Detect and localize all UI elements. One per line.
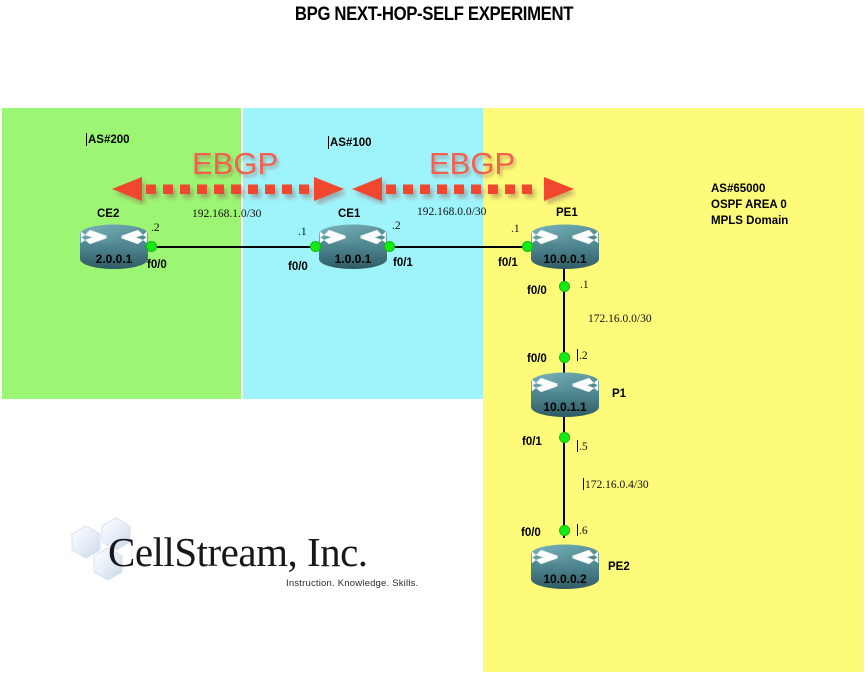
iface-name-ce1-f0-1: f0/1 — [393, 257, 413, 269]
iface-name-pe1-f0-1: f0/1 — [498, 257, 518, 269]
subnet-label-pe1-p1: 172.16.0.0/30 — [588, 313, 652, 325]
hexagon-decoration-icon — [71, 517, 131, 581]
router-icon — [531, 544, 599, 589]
router-pe1[interactable]: 10.0.0.1 — [528, 224, 602, 269]
ebgp-label-left: EBGP — [192, 146, 279, 181]
domain-note-line1: AS#65000 — [711, 183, 766, 195]
router-p1[interactable]: 10.0.1.1 — [528, 372, 602, 417]
domain-note-line2: OSPF AREA 0 — [711, 199, 787, 211]
subnet-label-ce2-ce1: 192.168.1.0/30 — [192, 208, 262, 220]
interface-dot-ce2-f0-0[interactable] — [146, 241, 157, 252]
router-name-ce1: CE1 — [338, 208, 361, 220]
iface-name-p1-f0-1: f0/1 — [522, 436, 542, 448]
iface-name-pe1-f0-0: f0/0 — [527, 285, 547, 297]
router-icon — [531, 224, 599, 269]
interface-dot-p1-f0-1[interactable] — [559, 432, 570, 443]
mpls-domain-note: AS#65000 OSPF AREA 0 MPLS Domain — [711, 181, 788, 229]
subnet-label-ce1-pe1: 192.168.0.0/30 — [417, 206, 487, 218]
domain-note-line3: MPLS Domain — [711, 215, 789, 227]
iface-addr-ce2-f0-0: .2 — [151, 222, 160, 234]
interface-dot-ce1-f0-0[interactable] — [310, 241, 321, 252]
router-icon — [531, 372, 599, 417]
router-icon — [319, 224, 387, 269]
iface-name-pe2-f0-0: f0/0 — [521, 527, 541, 539]
router-name-p1: P1 — [612, 388, 627, 400]
interface-dot-pe1-f0-1[interactable] — [522, 241, 533, 252]
router-ce2[interactable]: 2.0.0.1 — [77, 224, 151, 269]
ebgp-arrow-left — [112, 177, 344, 201]
iface-addr-pe1-f0-0: .1 — [580, 279, 589, 291]
iface-name-ce2-f0-0: f0/0 — [147, 259, 167, 271]
iface-name-p1-f0-0: f0/0 — [527, 353, 547, 365]
interface-dot-p1-f0-0[interactable] — [559, 352, 570, 363]
link-line-ce2-ce1 — [150, 246, 326, 248]
as-label-100: AS#100 — [330, 137, 372, 149]
cellstream-logo: CellStream, Inc. Instruction. Knowledge.… — [64, 508, 418, 604]
page-title: BPG NEXT-HOP-SELF EXPERIMENT — [294, 4, 574, 25]
iface-addr-pe2-f0-0: .6 — [579, 525, 588, 537]
router-pe2[interactable]: 10.0.0.2 — [528, 544, 602, 589]
as-label-200: AS#200 — [88, 134, 130, 146]
router-icon — [80, 224, 148, 269]
ebgp-label-right: EBGP — [429, 146, 516, 181]
iface-addr-pe1-f0-1: .1 — [511, 223, 520, 235]
link-line-p1-pe2 — [563, 408, 565, 538]
router-name-pe2: PE2 — [608, 561, 630, 573]
router-name-pe1: PE1 — [556, 207, 578, 219]
interface-dot-pe1-f0-0[interactable] — [559, 281, 570, 292]
logo-tagline: Instruction. Knowledge. Skills. — [286, 578, 419, 589]
iface-addr-ce1-f0-1: .2 — [392, 220, 401, 232]
interface-dot-pe2-f0-0[interactable] — [559, 525, 570, 536]
iface-name-ce1-f0-0: f0/0 — [288, 261, 308, 273]
ebgp-arrow-right — [352, 177, 574, 201]
iface-addr-ce1-f0-0: .1 — [298, 226, 307, 238]
iface-addr-p1-f0-0: .2 — [579, 350, 588, 362]
iface-addr-p1-f0-1: .5 — [579, 441, 588, 453]
interface-dot-ce1-f0-1[interactable] — [384, 241, 395, 252]
logo-wordmark: CellStream, Inc. — [108, 529, 368, 575]
link-line-pe1-p1 — [563, 262, 565, 384]
router-name-ce2: CE2 — [97, 208, 120, 220]
link-line-ce1-pe1 — [388, 246, 534, 248]
router-ce1[interactable]: 1.0.0.1 — [316, 224, 390, 269]
subnet-label-p1-pe2: 172.16.0.4/30 — [585, 479, 649, 491]
